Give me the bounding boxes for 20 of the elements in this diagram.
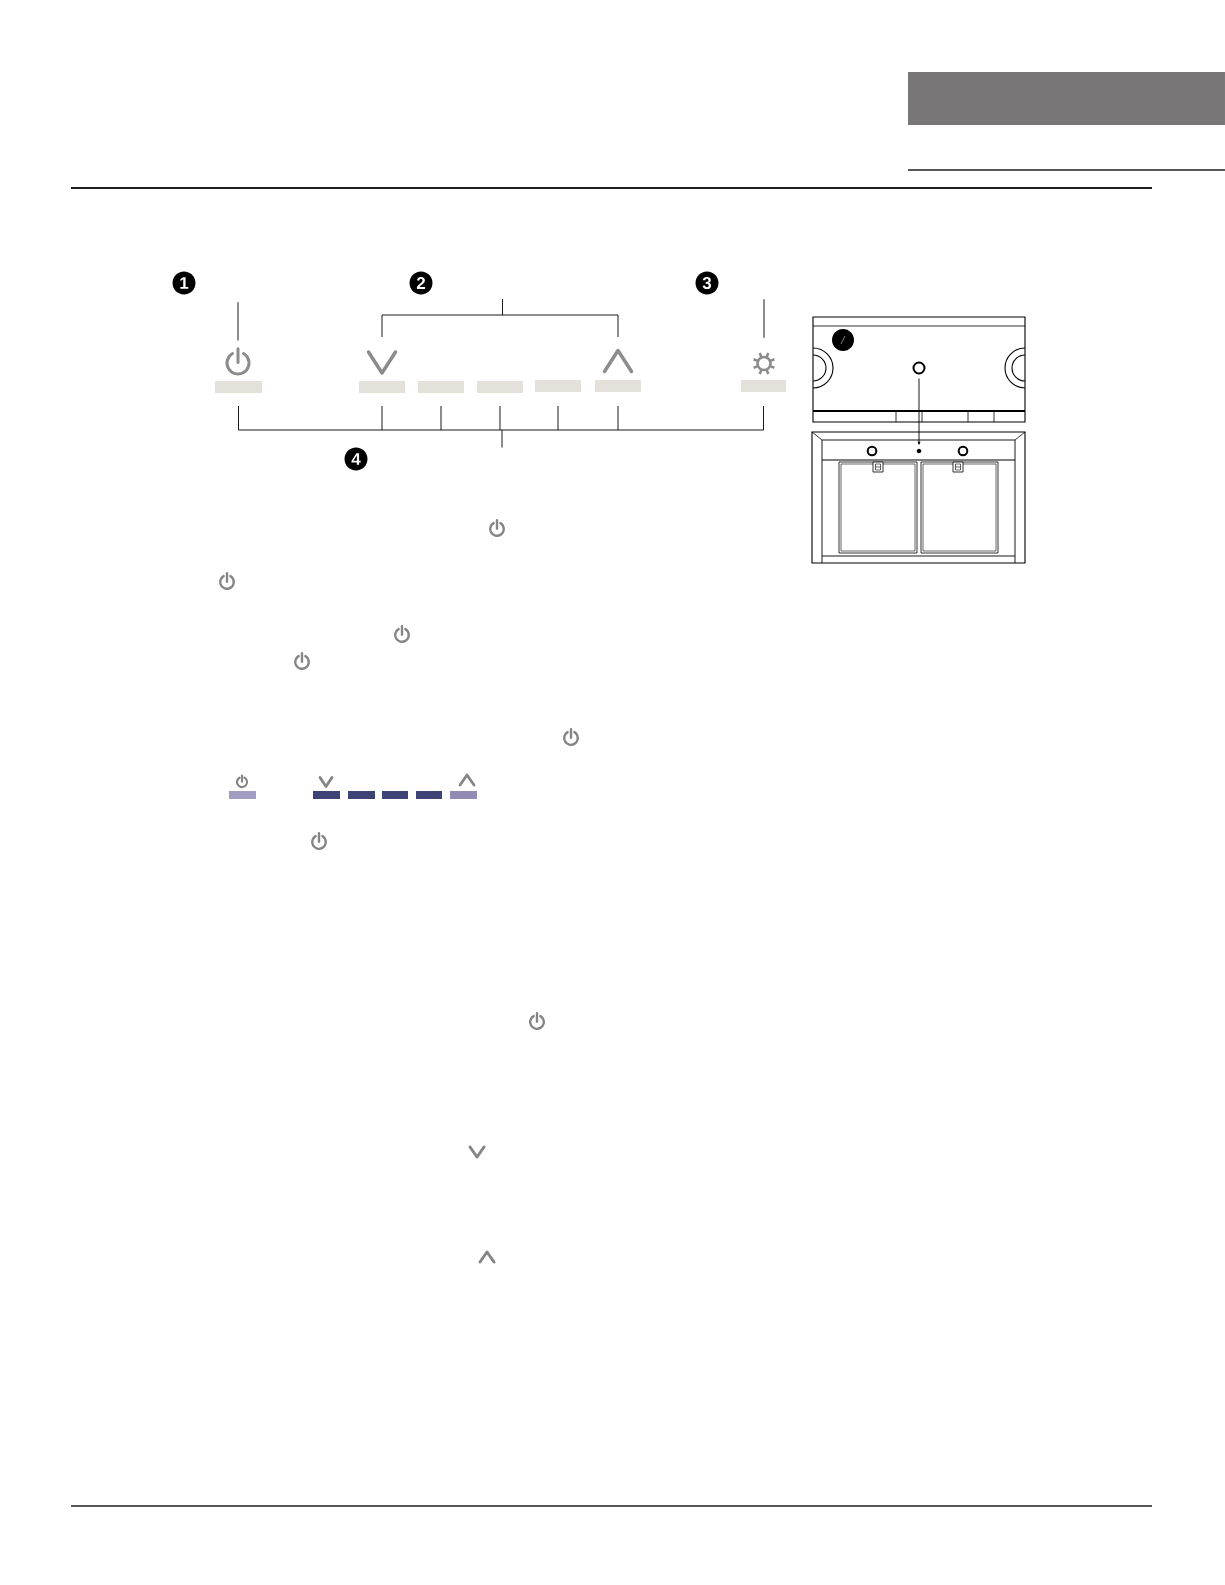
gear-icon	[752, 351, 776, 376]
indicator-bar	[215, 381, 262, 393]
chevron-down-icon	[366, 350, 398, 375]
indicator-bar	[535, 380, 581, 392]
arrow	[917, 378, 921, 445]
indicator-bar	[477, 381, 523, 393]
indicator-bar	[359, 381, 405, 393]
leader-line	[237, 301, 239, 341]
indicator-bar	[595, 380, 641, 392]
power-icon	[225, 347, 251, 376]
callout-number: 4	[344, 447, 368, 471]
indicator-bar	[741, 380, 786, 392]
callout-number: 2	[409, 271, 433, 295]
leader-line	[763, 298, 765, 339]
callout-number: 1	[172, 271, 196, 295]
round-knob	[832, 329, 854, 351]
indicator-bar	[418, 381, 464, 393]
indicator-light	[912, 361, 926, 375]
chevron-up-icon	[602, 348, 634, 374]
callout-number: 3	[695, 271, 719, 295]
